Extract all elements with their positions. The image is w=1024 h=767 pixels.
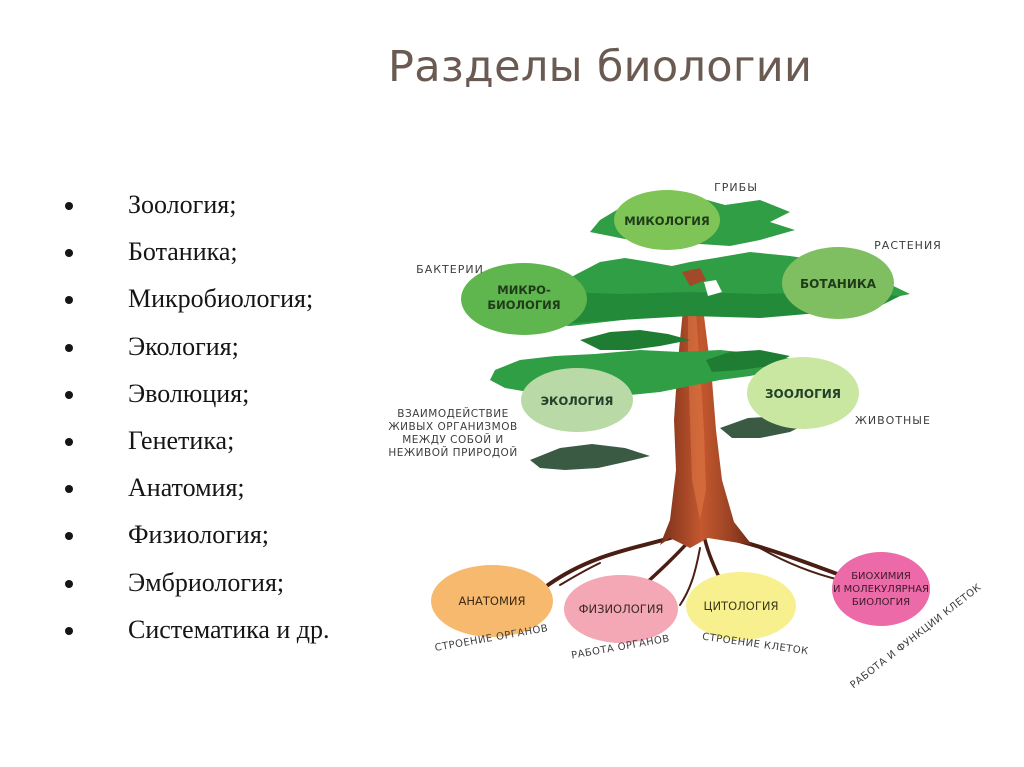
- bullet-icon: [65, 343, 73, 352]
- root-anatomy: АНАТОМИЯ СТРОЕНИЕ ОРГАНОВ: [431, 565, 553, 654]
- ecology-label: ЭКОЛОГИЯ: [541, 394, 614, 408]
- foliage-branch-right: [706, 350, 790, 372]
- root-line: [559, 562, 601, 586]
- microbiology-ellipse: [461, 263, 587, 335]
- list-item: Физиология;: [62, 513, 330, 560]
- branch-microbiology: МИКРО- БИОЛОГИЯ БАКТЕРИИ: [416, 263, 587, 335]
- mycology-caption: ГРИБЫ: [714, 181, 758, 194]
- foliage-branch-left: [580, 330, 690, 350]
- slide-title: Разделы биологии: [388, 42, 813, 92]
- list-item-text: Систематика и др.: [128, 614, 330, 644]
- list-item-text: Зоология;: [128, 190, 237, 219]
- list-item-text: Экология;: [128, 331, 239, 361]
- ecology-ellipse: [521, 368, 633, 432]
- biochemistry-label-line1: БИОХИМИЯ: [851, 571, 911, 582]
- botany-caption: РАСТЕНИЯ: [874, 239, 942, 252]
- ecology-caption-line2: ЖИВЫХ ОРГАНИЗМОВ: [388, 421, 517, 433]
- branch-zoology: ЗООЛОГИЯ ЖИВОТНЫЕ: [747, 357, 931, 429]
- microbiology-label-line2: БИОЛОГИЯ: [487, 298, 560, 312]
- list-item: Экология;: [62, 325, 330, 372]
- ecology-caption-line1: ВЗАИМОДЕЙСТВИЕ: [397, 407, 508, 420]
- bullet-icon: [65, 249, 73, 258]
- root-line: [679, 547, 701, 606]
- list-item-text: Ботаника;: [128, 237, 238, 267]
- mycology-label: МИКОЛОГИЯ: [624, 214, 709, 228]
- physiology-label: ФИЗИОЛОГИЯ: [579, 602, 664, 616]
- list-item: Зоология;: [62, 183, 330, 230]
- bullet-icon: [65, 485, 73, 494]
- biochemistry-label-line2: И МОЛЕКУЛЯРНАЯ: [833, 584, 929, 595]
- topic-list: Зоология; Ботаника; Микробиология; Эколо…: [62, 183, 330, 655]
- list-item: Эмбриология;: [62, 561, 330, 608]
- list-item: Микробиология;: [62, 277, 330, 324]
- ecology-caption-line4: НЕЖИВОЙ ПРИРОДОЙ: [388, 446, 517, 459]
- list-item: Генетика;: [62, 419, 330, 466]
- anatomy-ellipse: [431, 565, 553, 637]
- list-item-text: Физиология;: [128, 520, 270, 550]
- zoology-ellipse: [747, 357, 859, 429]
- physiology-ellipse: [564, 575, 678, 643]
- bullet-icon: [65, 390, 73, 399]
- zoology-label: ЗООЛОГИЯ: [765, 387, 841, 401]
- list-item-text: Микробиология;: [128, 284, 314, 314]
- foliage-lower-left: [530, 444, 650, 470]
- list-item: Систематика и др.: [62, 608, 330, 655]
- root-biochemistry: БИОХИМИЯ И МОЛЕКУЛЯРНАЯ БИОЛОГИЯ РАБОТА …: [832, 552, 984, 691]
- cytology-label: ЦИТОЛОГИЯ: [704, 599, 779, 613]
- microbiology-caption: БАКТЕРИИ: [416, 263, 484, 276]
- bullet-icon: [65, 579, 73, 588]
- root-physiology: ФИЗИОЛОГИЯ РАБОТА ОРГАНОВ: [564, 575, 678, 662]
- microbiology-label-line1: МИКРО-: [497, 283, 551, 297]
- botany-ellipse: [782, 247, 894, 319]
- list-item-text: Эмбриология;: [128, 567, 285, 597]
- list-item: Анатомия;: [62, 466, 330, 513]
- bullet-icon: [65, 532, 73, 541]
- branch-botany: БОТАНИКА РАСТЕНИЯ: [782, 239, 942, 319]
- branch-stub: [682, 268, 706, 286]
- root-cytology: ЦИТОЛОГИЯ СТРОЕНИЕ КЛЕТОК: [686, 572, 809, 657]
- list-item-text: Генетика;: [128, 425, 235, 455]
- zoology-caption: ЖИВОТНЫЕ: [855, 414, 931, 427]
- biochemistry-ellipse: [832, 552, 930, 626]
- branch-ecology: ЭКОЛОГИЯ ВЗАИМОДЕЙСТВИЕ ЖИВЫХ ОРГАНИЗМОВ…: [388, 368, 633, 459]
- ecology-caption-line3: МЕЖДУ СОБОЙ И: [402, 433, 504, 446]
- list-item-text: Эволюция;: [128, 378, 250, 408]
- cytology-ellipse: [686, 572, 796, 640]
- bullet-icon: [65, 296, 73, 305]
- list-item-text: Анатомия;: [128, 473, 245, 503]
- anatomy-label: АНАТОМИЯ: [459, 594, 526, 608]
- list-item: Эволюция;: [62, 372, 330, 419]
- bullet-icon: [65, 202, 73, 210]
- branch-mycology: МИКОЛОГИЯ ГРИБЫ: [614, 181, 758, 250]
- root-line: [759, 547, 841, 581]
- biochemistry-label-line3: БИОЛОГИЯ: [852, 597, 910, 608]
- bullet-icon: [65, 437, 73, 446]
- list-item: Ботаника;: [62, 230, 330, 277]
- mycology-ellipse: [614, 190, 720, 250]
- bullet-icon: [65, 626, 73, 635]
- botany-label: БОТАНИКА: [800, 277, 877, 291]
- branch-stub: [704, 280, 722, 296]
